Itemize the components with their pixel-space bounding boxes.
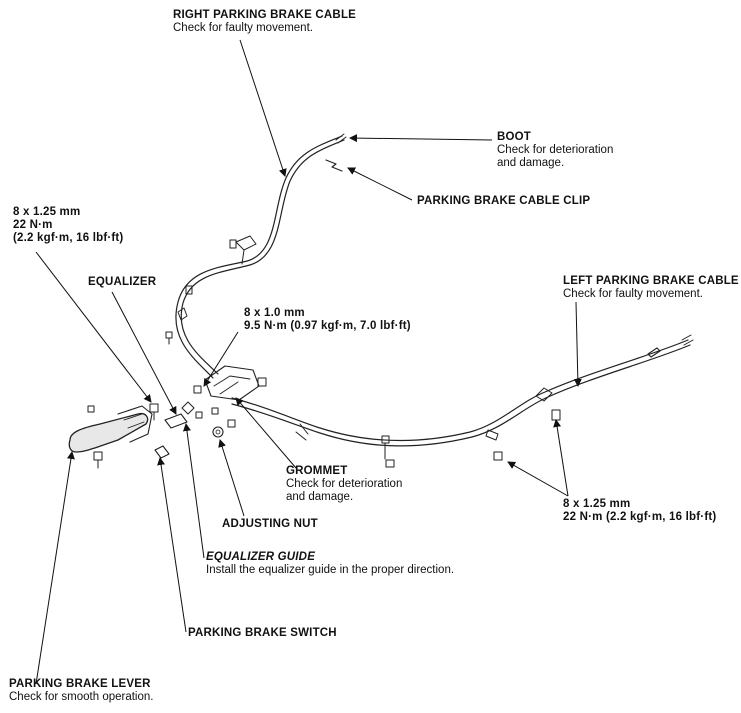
equalizer-title: EQUALIZER xyxy=(88,276,157,288)
bolt-left-torque: 22 N·m xyxy=(13,219,53,231)
boot-title: BOOT xyxy=(497,131,532,143)
leader-grommet xyxy=(235,397,297,469)
parking-brake-lever-shape xyxy=(68,412,149,453)
leader-brake-lever xyxy=(35,451,75,685)
left-cable-title: LEFT PARKING BRAKE CABLE xyxy=(563,275,739,287)
bolt-left-torque-alt: (2.2 kgf·m, 16 lbf·ft) xyxy=(13,232,124,244)
left-cable-clip-shape xyxy=(647,347,661,358)
grommet-note-1: Check for deterioration xyxy=(286,478,403,490)
label-equalizer-guide: EQUALIZER GUIDE Install the equalizer gu… xyxy=(206,551,454,577)
label-parking-brake-lever: PARKING BRAKE LEVER Check for smooth ope… xyxy=(9,678,153,704)
bolt-right-torque: 22 N·m (2.2 kgf·m, 16 lbf·ft) xyxy=(563,511,717,523)
bolt-left-size: 8 x 1.25 mm xyxy=(13,206,81,218)
equalizer-guide-note: Install the equalizer guide in the prope… xyxy=(206,564,455,576)
adjusting-nut-shape xyxy=(212,426,224,438)
equalizer-guide-title: EQUALIZER GUIDE xyxy=(206,551,316,563)
label-boot: BOOT Check for deterioration and damage. xyxy=(497,131,613,170)
brake-lever-note: Check for smooth operation. xyxy=(9,691,154,703)
leader-right-cable xyxy=(239,39,287,177)
right-cable-bracket xyxy=(235,235,257,251)
leader-boot xyxy=(349,134,493,143)
leader-bolt-left xyxy=(35,251,152,403)
adjusting-nut-title: ADJUSTING NUT xyxy=(222,518,318,530)
grommet-note-2: and damage. xyxy=(286,491,354,503)
leader-equalizer-guide xyxy=(182,423,205,559)
bolt-mid-size: 8 x 1.0 mm xyxy=(244,307,305,319)
label-bolt-left: 8 x 1.25 mm 22 N·m (2.2 kgf·m, 16 lbf·ft… xyxy=(13,206,123,245)
leader-bolt-right-b xyxy=(507,461,569,497)
right-cable-title: RIGHT PARKING BRAKE CABLE xyxy=(173,9,357,21)
label-bolt-mid: 8 x 1.0 mm 9.5 N·m (0.97 kgf·m, 7.0 lbf·… xyxy=(244,307,411,333)
brake-lever-title: PARKING BRAKE LEVER xyxy=(9,678,151,690)
bolt-right-size: 8 x 1.25 mm xyxy=(563,498,631,510)
left-cable-note: Check for faulty movement. xyxy=(563,288,703,300)
leader-bolt-mid xyxy=(203,331,239,387)
label-right-parking-brake-cable: RIGHT PARKING BRAKE CABLE Check for faul… xyxy=(173,9,356,35)
leader-adjusting-nut xyxy=(218,439,245,517)
bolt-mid-torque: 9.5 N·m (0.97 kgf·m, 7.0 lbf·ft) xyxy=(244,320,411,332)
label-brake-switch: PARKING BRAKE SWITCH xyxy=(188,627,337,640)
label-bolt-right: 8 x 1.25 mm 22 N·m (2.2 kgf·m, 16 lbf·ft… xyxy=(563,498,716,524)
brake-switch-shape xyxy=(154,445,170,459)
label-grommet: GROMMET Check for deterioration and dama… xyxy=(286,465,402,504)
label-equalizer: EQUALIZER xyxy=(88,276,156,289)
right-cable-note: Check for faulty movement. xyxy=(173,22,313,34)
boot-note-2: and damage. xyxy=(497,157,565,169)
equalizer-shape xyxy=(164,413,188,429)
label-adjusting-nut: ADJUSTING NUT xyxy=(222,518,318,531)
grommet-title: GROMMET xyxy=(286,465,348,477)
leader-brake-switch xyxy=(157,457,187,633)
cable-clip-shape xyxy=(325,159,343,172)
leader-left-cable xyxy=(573,301,582,387)
right-parking-brake-cable xyxy=(175,135,343,379)
label-left-parking-brake-cable: LEFT PARKING BRAKE CABLE Check for fault… xyxy=(563,275,739,301)
label-cable-clip: PARKING BRAKE CABLE CLIP xyxy=(417,195,590,208)
leader-bolt-right-a xyxy=(553,419,569,497)
cable-clip-title: PARKING BRAKE CABLE CLIP xyxy=(417,195,591,207)
leader-equalizer xyxy=(111,291,177,415)
brake-switch-title: PARKING BRAKE SWITCH xyxy=(188,627,337,639)
left-parking-brake-cable xyxy=(231,339,689,442)
boot-note-1: Check for deterioration xyxy=(497,144,614,156)
leader-cable-clip xyxy=(347,167,413,201)
